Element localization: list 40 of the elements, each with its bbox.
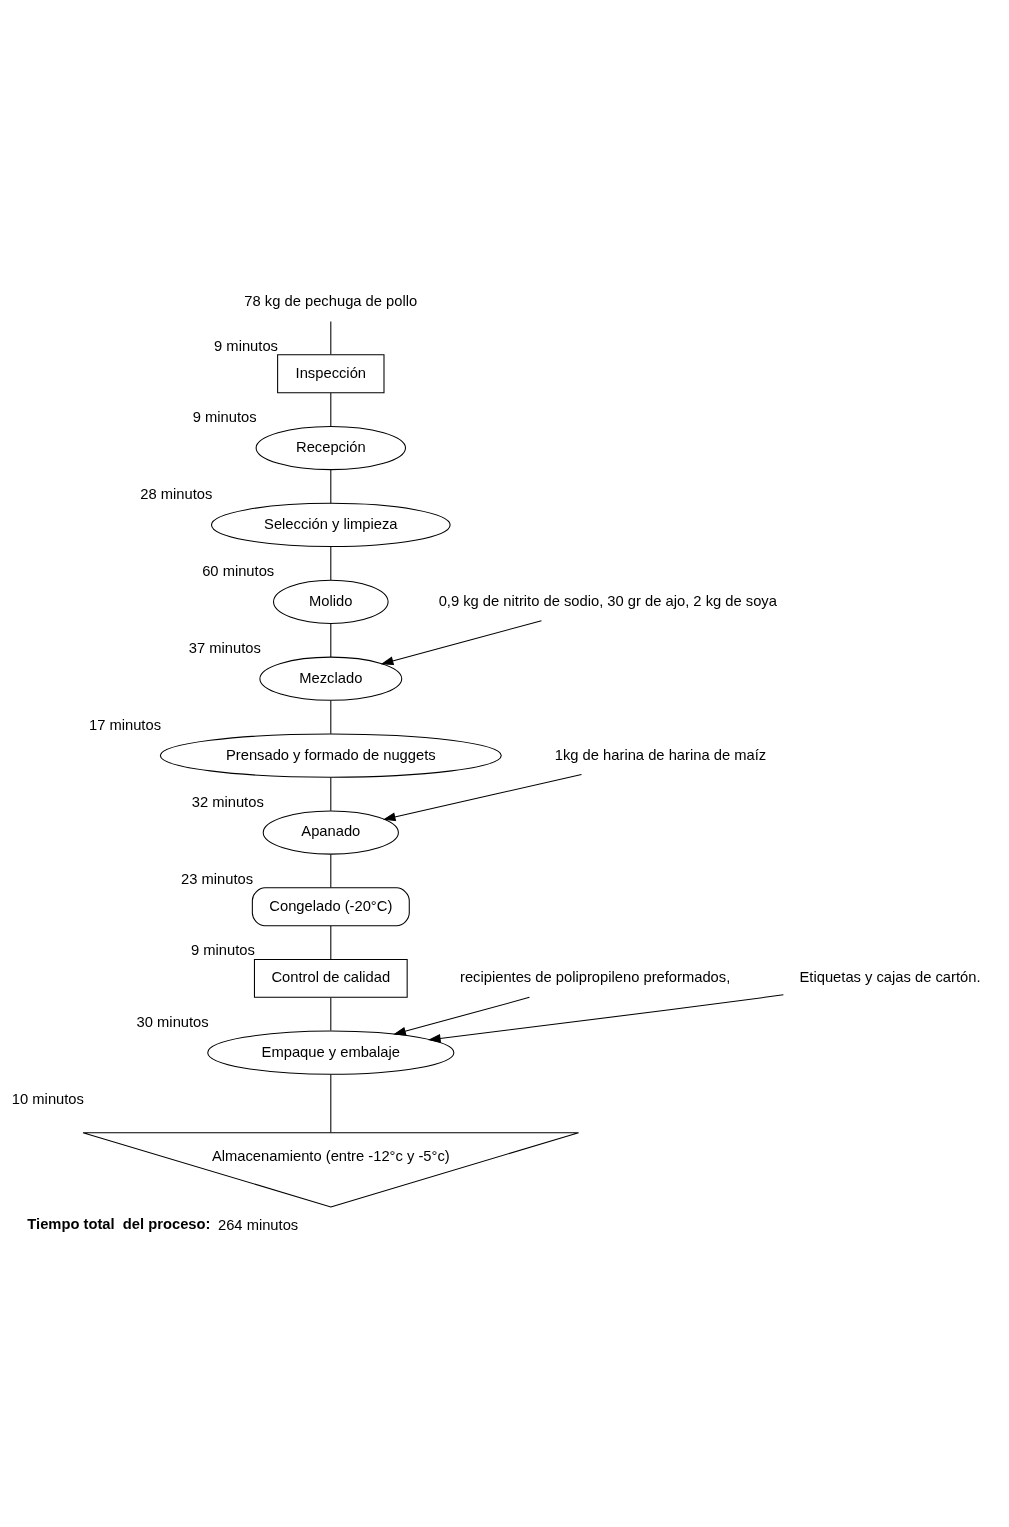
node-text: Etiquetas y cajas de cartón.	[799, 969, 981, 986]
connector	[330, 392, 332, 427]
node-label: 10 minutos	[11, 1090, 84, 1107]
node-label: 23 minutos	[181, 870, 254, 887]
connector	[330, 320, 332, 355]
node-label: 60 minutos	[202, 563, 275, 580]
node-label: 9 minutos	[214, 337, 278, 354]
node-label: 9 minutos	[190, 942, 255, 959]
arrow	[380, 620, 542, 666]
node-ellipse: Molido	[273, 579, 389, 624]
node-text: 1kg de harina de harina de maíz	[554, 746, 767, 763]
node-text: 78 kg de pechuga de pollo	[244, 293, 418, 310]
node-box: Congelado (-20°C)	[251, 887, 410, 927]
connector	[330, 700, 332, 735]
connector	[330, 997, 332, 1032]
arrow	[393, 996, 530, 1036]
node-label: 28 minutos	[140, 486, 213, 503]
node-ellipse: Empaque y embalaje	[207, 1030, 455, 1075]
connector	[330, 623, 332, 658]
node-ellipse: Selección y limpieza	[211, 502, 451, 548]
connector	[330, 546, 332, 581]
connector	[330, 853, 332, 889]
connector	[330, 1073, 332, 1133]
node-label: 9 minutos	[192, 409, 257, 426]
node-text: 0,9 kg de nitrito de sodio, 30 gr de ajo, 2 kg de soya	[438, 592, 777, 609]
connector	[330, 925, 332, 960]
node-box: Control de calidad	[253, 958, 408, 998]
connector	[330, 776, 332, 812]
node-label: 32 minutos	[191, 793, 264, 810]
caption: Tiempo total del proceso: 264 minutos	[27, 1215, 299, 1233]
arrow	[382, 774, 582, 822]
node-label: 17 minutos	[88, 717, 162, 734]
node-box: Inspección	[277, 354, 385, 394]
node-label: 30 minutos	[136, 1014, 209, 1031]
node-ellipse: Prensado y formado de nuggets	[159, 733, 502, 778]
node-ellipse: Recepción	[255, 425, 407, 471]
node-text: recipientes de polipropileno preformados,	[460, 969, 731, 986]
node-label: 37 minutos	[188, 640, 261, 657]
connector	[330, 469, 332, 504]
arrow	[427, 994, 784, 1043]
